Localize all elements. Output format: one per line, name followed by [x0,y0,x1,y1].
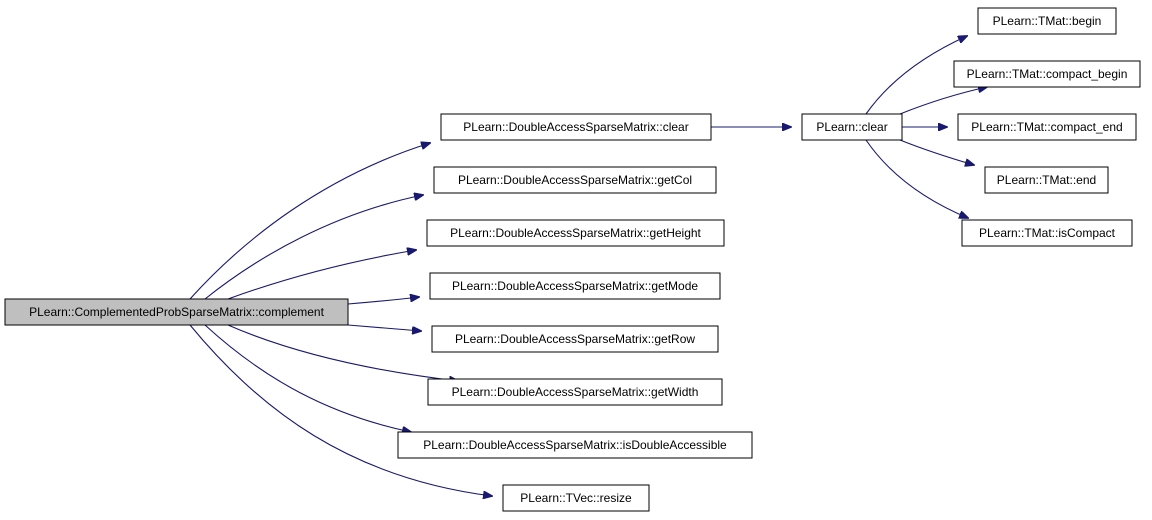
node-box[interactable] [440,113,712,141]
graph-node[interactable]: PLearn::DoubleAccessSparseMatrix::getCol [433,166,717,194]
edge-layer [189,36,987,496]
edge-n0-n1 [189,143,430,300]
graph-node[interactable]: PLearn::DoubleAccessSparseMatrix::getWid… [427,378,723,406]
edge-line [865,139,968,218]
node-box[interactable] [953,60,1141,88]
graph-node[interactable]: PLearn::TMat::compact_end [957,113,1137,141]
edge-line [189,143,430,300]
edge-line [227,324,458,381]
node-label: PLearn::ComplementedProbSparseMatrix::co… [29,305,324,319]
edge-line [189,324,492,496]
node-label: PLearn::clear [816,120,887,134]
node-label: PLearn::TMat::compact_end [971,120,1122,134]
node-box[interactable] [502,484,650,512]
edge-n9-n10 [865,36,967,115]
edge-line [899,87,987,115]
node-label: PLearn::TMat::isCompact [979,226,1116,240]
node-label: PLearn::TMat::end [997,173,1096,187]
edge-line [227,250,416,300]
graph-node[interactable]: PLearn::TMat::compact_begin [953,60,1141,88]
edge-line [204,195,423,300]
node-box[interactable] [429,272,721,300]
node-label: PLearn::DoubleAccessSparseMatrix::getMod… [452,279,698,293]
graph-node[interactable]: PLearn::TMat::begin [977,7,1117,35]
node-box[interactable] [426,219,725,247]
edge-n0-n3 [227,250,416,300]
node-box[interactable] [427,378,723,406]
edge-n0-n2 [204,195,423,300]
node-box[interactable] [431,325,719,353]
edge-line [899,139,974,165]
edge-n9-n14 [865,139,968,218]
edge-n9-n13 [899,139,974,165]
edge-n0-n4 [347,297,419,305]
edge-n0-n6 [227,324,458,381]
graph-node[interactable]: PLearn::TVec::resize [502,484,650,512]
graph-node[interactable]: PLearn::DoubleAccessSparseMatrix::getRow [431,325,719,353]
edge-line [204,324,411,432]
node-label: PLearn::TMat::compact_begin [967,67,1128,81]
node-label: PLearn::TVec::resize [520,491,632,505]
graph-node[interactable]: PLearn::DoubleAccessSparseMatrix::getHei… [426,219,725,247]
node-label: PLearn::DoubleAccessSparseMatrix::getCol [458,173,692,187]
edge-n0-n7 [204,324,411,432]
node-label: PLearn::DoubleAccessSparseMatrix::getHei… [450,226,701,240]
node-layer: PLearn::ComplementedProbSparseMatrix::co… [4,7,1141,512]
edge-line [347,324,421,331]
node-box[interactable] [977,7,1117,35]
edge-n0-n8 [189,324,492,496]
node-box[interactable] [4,298,349,326]
node-label: PLearn::TMat::begin [993,14,1102,28]
edge-line [347,297,419,305]
root-node[interactable]: PLearn::ComplementedProbSparseMatrix::co… [4,298,349,326]
node-box[interactable] [801,113,903,141]
edge-n9-n11 [899,87,987,115]
node-label: PLearn::DoubleAccessSparseMatrix::clear [463,120,688,134]
edge-n0-n5 [347,324,421,331]
node-box[interactable] [957,113,1137,141]
graph-node[interactable]: PLearn::TMat::end [984,166,1109,194]
node-label: PLearn::DoubleAccessSparseMatrix::getRow [455,332,695,346]
graph-node[interactable]: PLearn::DoubleAccessSparseMatrix::getMod… [429,272,721,300]
node-box[interactable] [433,166,717,194]
graph-node[interactable]: PLearn::DoubleAccessSparseMatrix::isDoub… [397,431,753,459]
graph-node[interactable]: PLearn::DoubleAccessSparseMatrix::clear [440,113,712,141]
node-box[interactable] [984,166,1109,194]
node-box[interactable] [397,431,753,459]
edge-line [865,36,967,115]
node-label: PLearn::DoubleAccessSparseMatrix::isDoub… [423,438,727,452]
graph-node[interactable]: PLearn::TMat::isCompact [961,219,1133,247]
graph-node[interactable]: PLearn::clear [801,113,903,141]
node-label: PLearn::DoubleAccessSparseMatrix::getWid… [452,385,699,399]
node-box[interactable] [961,219,1133,247]
